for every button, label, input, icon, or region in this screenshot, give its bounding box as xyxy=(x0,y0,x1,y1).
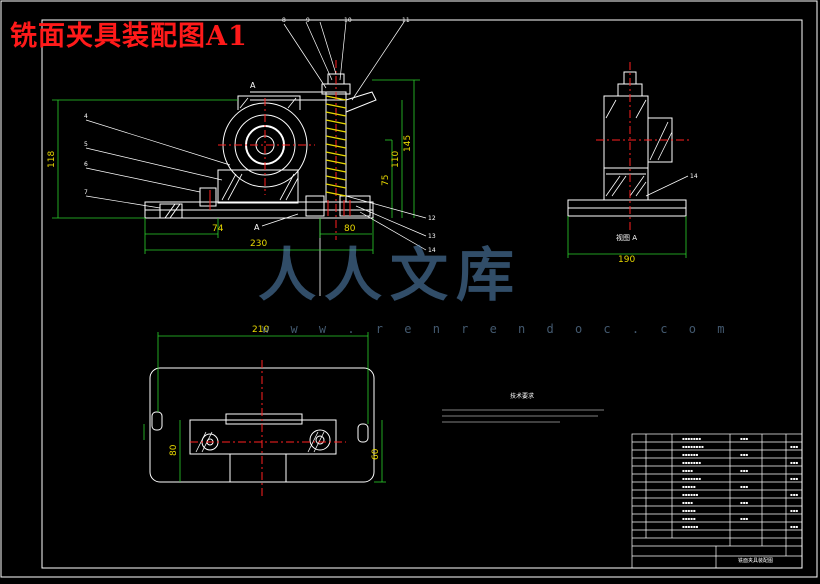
balloon-side: 14 xyxy=(690,173,698,180)
balloon-12: 12 xyxy=(428,215,436,222)
dim-80-top: 80 xyxy=(169,444,179,456)
drawing-title: 铣面夹具装配图A1 xyxy=(10,21,248,52)
svg-text:▪▪▪: ▪▪▪ xyxy=(740,452,748,457)
clamp-block xyxy=(159,203,183,219)
balloon-14: 14 xyxy=(428,247,436,254)
section-label-top: A xyxy=(250,81,256,90)
dim-210: 210 xyxy=(252,325,269,335)
balloon-7: 7 xyxy=(84,189,88,196)
body-block xyxy=(217,169,299,204)
front-dimensions xyxy=(52,79,420,254)
view-label: 视图 A xyxy=(616,233,637,242)
svg-text:▪▪▪▪▪▪▪: ▪▪▪▪▪▪▪ xyxy=(682,436,701,441)
svg-text:▪▪▪: ▪▪▪ xyxy=(740,468,748,473)
red-details xyxy=(209,190,351,216)
balloon-9: 9 xyxy=(306,17,310,24)
svg-text:▪▪▪▪▪▪▪: ▪▪▪▪▪▪▪ xyxy=(682,460,701,465)
technical-requirements: 技术要求 xyxy=(442,392,604,423)
top-bolt-right xyxy=(309,429,331,451)
svg-text:▪▪▪▪▪▪: ▪▪▪▪▪▪ xyxy=(682,492,699,497)
support-nut xyxy=(305,195,325,217)
front-view xyxy=(144,60,377,296)
dim-74: 74 xyxy=(212,224,224,234)
dim-230: 230 xyxy=(250,239,267,249)
side-dimensions xyxy=(567,216,687,258)
svg-text:▪▪▪▪▪▪▪▪: ▪▪▪▪▪▪▪▪ xyxy=(682,444,704,449)
svg-text:▪▪▪▪▪: ▪▪▪▪▪ xyxy=(682,484,696,489)
dim-80: 80 xyxy=(344,224,356,234)
dim-145: 145 xyxy=(403,135,413,152)
balloon-11: 11 xyxy=(402,17,410,24)
svg-text:▪▪▪▪▪▪: ▪▪▪▪▪▪ xyxy=(682,524,699,529)
top-support xyxy=(229,453,287,483)
dim-118: 118 xyxy=(47,151,57,168)
watermark-text: 人人文库 xyxy=(258,241,523,309)
svg-text:▪▪▪▪▪▪▪: ▪▪▪▪▪▪▪ xyxy=(682,476,701,481)
top-body xyxy=(189,419,337,455)
top-plate xyxy=(237,95,301,110)
clamp-arm xyxy=(345,91,377,113)
section-label-bottom: A xyxy=(254,223,260,232)
dim-190: 190 xyxy=(618,255,635,265)
svg-text:▪▪▪: ▪▪▪ xyxy=(790,476,798,481)
svg-text:▪▪▪▪▪: ▪▪▪▪▪ xyxy=(682,508,696,513)
svg-text:▪▪▪: ▪▪▪ xyxy=(740,484,748,489)
svg-text:▪▪▪: ▪▪▪ xyxy=(790,460,798,465)
watermark-url: w w w . r e n r e n d o c . c o m xyxy=(262,322,732,336)
dim-60: 60 xyxy=(371,448,381,460)
slot-left xyxy=(151,411,163,431)
balloon-13: 13 xyxy=(428,233,436,240)
tech-req-title: 技术要求 xyxy=(510,392,534,400)
svg-text:▪▪▪▪: ▪▪▪▪ xyxy=(682,500,693,505)
side-view xyxy=(567,71,689,217)
dim-75: 75 xyxy=(381,175,391,186)
svg-text:▪▪▪: ▪▪▪ xyxy=(790,492,798,497)
svg-text:▪▪▪: ▪▪▪ xyxy=(740,436,748,441)
svg-text:▪▪▪▪▪: ▪▪▪▪▪ xyxy=(682,516,696,521)
svg-text:▪▪▪▪▪▪: ▪▪▪▪▪▪ xyxy=(682,452,699,457)
slot-right xyxy=(357,423,369,443)
inner-frame xyxy=(41,19,803,569)
svg-text:▪▪▪: ▪▪▪ xyxy=(790,508,798,513)
balloon-4: 4 xyxy=(84,113,88,120)
balloon-8: 8 xyxy=(282,17,286,24)
support-block xyxy=(339,195,371,217)
svg-text:▪▪▪: ▪▪▪ xyxy=(790,444,798,449)
compression-spring xyxy=(325,95,347,197)
locating-pin xyxy=(199,187,217,207)
balloon-5: 5 xyxy=(84,141,88,148)
svg-text:▪▪▪: ▪▪▪ xyxy=(740,500,748,505)
leader-lines xyxy=(85,21,427,251)
svg-text:▪▪▪: ▪▪▪ xyxy=(740,516,748,521)
title-block xyxy=(631,433,803,569)
side-body xyxy=(603,95,649,201)
svg-text:▪▪▪: ▪▪▪ xyxy=(790,524,798,529)
top-dimensions xyxy=(143,332,386,483)
balloon-6: 6 xyxy=(84,161,88,168)
dim-110: 110 xyxy=(391,151,401,168)
top-workpiece xyxy=(225,413,303,425)
bom-text: ▪▪▪▪▪▪▪▪▪▪▪▪▪▪▪ ▪▪▪▪▪▪▪▪▪▪▪▪▪ ▪▪▪▪▪▪▪▪▪▪… xyxy=(682,436,798,529)
svg-text:▪▪▪▪: ▪▪▪▪ xyxy=(682,468,693,473)
title-block-name: 铣面夹具装配图 xyxy=(738,557,773,564)
balloon-10: 10 xyxy=(344,17,352,24)
